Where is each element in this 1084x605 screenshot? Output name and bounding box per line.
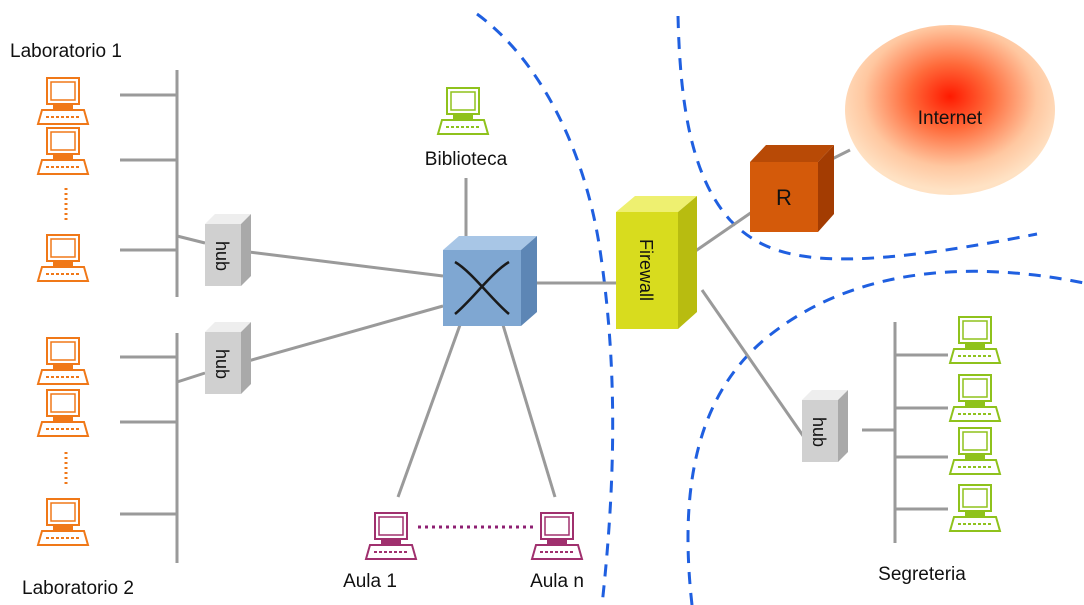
biblioteca-group: Biblioteca: [425, 87, 508, 170]
aula1-computer-icon: [365, 512, 417, 560]
lab1-group: Laboratorio 1: [10, 41, 122, 282]
biblioteca-label: Biblioteca: [425, 149, 508, 170]
zone-boundary-office: [686, 269, 1084, 605]
zone-boundary-internal: [476, 12, 615, 605]
aula-group: Aula 1 Aula n: [343, 512, 584, 592]
segreteria-group: Segreteria: [878, 316, 1001, 585]
firewall-device: Firewall: [616, 196, 697, 329]
lab1-label: Laboratorio 1: [10, 41, 122, 62]
hub-lab1-label: hub: [212, 241, 232, 271]
internet-label: Internet: [918, 108, 983, 129]
lab2-computer-icon: [37, 389, 89, 437]
switch-device: [443, 236, 537, 326]
router-device: R: [750, 145, 834, 232]
lab1-computer-icon: [37, 127, 89, 175]
zone-boundary-internet: [676, 15, 1038, 261]
router-label: R: [776, 185, 792, 210]
aula1-label: Aula 1: [343, 571, 397, 592]
hub-segreteria-label: hub: [809, 417, 829, 447]
lab2-computer-icon: [37, 337, 89, 385]
segreteria-label: Segreteria: [878, 564, 966, 585]
office-computer-icon: [949, 374, 1001, 422]
hub-segreteria: hub: [802, 390, 848, 462]
hub-lab1: hub: [205, 214, 251, 286]
aulan-label: Aula n: [530, 571, 584, 592]
hub-lab2: hub: [205, 322, 251, 394]
office-computer-icon: [949, 427, 1001, 475]
switch-icon: [454, 260, 510, 315]
internet-cloud: Internet: [845, 25, 1055, 195]
firewall-label: Firewall: [636, 239, 656, 301]
office-computer-icon: [949, 484, 1001, 532]
lab2-group: Laboratorio 2: [22, 337, 134, 599]
lab2-computer-icon: [37, 498, 89, 546]
lab1-computer-icon: [37, 77, 89, 125]
library-computer-icon: [437, 87, 489, 135]
lab2-label: Laboratorio 2: [22, 578, 134, 599]
network-links: [120, 70, 948, 563]
lab1-computer-icon: [37, 234, 89, 282]
hub-lab2-label: hub: [212, 349, 232, 379]
aulan-computer-icon: [531, 512, 583, 560]
zone-boundaries: [476, 12, 1084, 605]
office-computer-icon: [949, 316, 1001, 364]
